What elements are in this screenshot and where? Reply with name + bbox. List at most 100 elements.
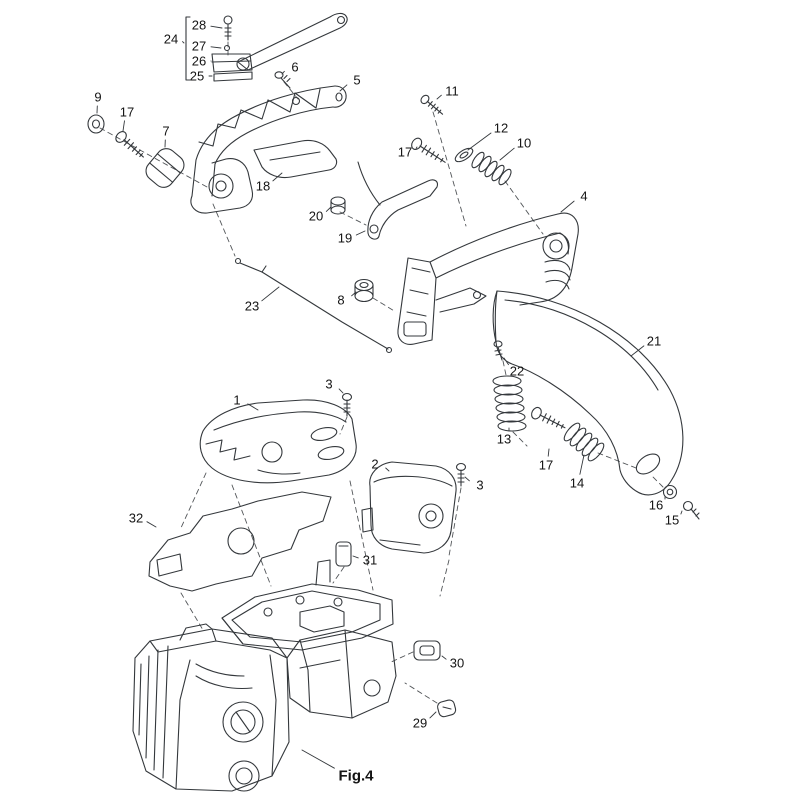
part-number-3: 3: [476, 478, 483, 493]
callout-leader-line: [415, 146, 418, 149]
part-number-25: 25: [190, 69, 204, 84]
callout-leader-line: [261, 286, 280, 302]
part-number-10: 10: [517, 136, 531, 151]
part-number-20: 20: [309, 209, 323, 224]
callout-leader-line: [464, 476, 470, 482]
part-number-17: 17: [120, 105, 134, 120]
part-6-screw: [274, 71, 291, 89]
part-15-screw: [682, 500, 700, 520]
callout-leader-line: [436, 94, 442, 100]
part-12-washer: [454, 147, 474, 163]
part-1-cylinder-cover: [199, 399, 357, 484]
part-9-washer: [87, 114, 105, 134]
callout-leader-line: [503, 357, 509, 366]
callout-leader-line: [560, 200, 575, 213]
part-number-26: 26: [192, 54, 206, 69]
callout-leader-line: [630, 345, 645, 357]
part-number-21: 21: [647, 334, 661, 349]
part-number-14: 14: [570, 476, 584, 491]
callout-group-bracket: [185, 16, 191, 81]
assembly-axis-lines: [99, 41, 664, 704]
part-30-grommet: [413, 640, 441, 661]
part-31-clip: [335, 541, 352, 567]
part-number-8: 8: [337, 293, 344, 308]
part-11-screw: [420, 94, 444, 115]
part-20-grommet: [330, 196, 346, 215]
part-number-6: 6: [291, 60, 298, 75]
part-number-1: 1: [233, 393, 240, 408]
part-number-11: 11: [445, 84, 459, 99]
part-number-23: 23: [245, 299, 259, 314]
part-body-assembly: [132, 559, 397, 792]
part-29-grommet: [437, 699, 457, 718]
part-5-top-handle: [190, 85, 347, 214]
callout-leader-line: [351, 291, 357, 297]
part-number-28: 28: [192, 18, 206, 33]
part-number-13: 13: [497, 432, 511, 447]
part-number-12: 12: [494, 121, 508, 136]
part-number-22: 22: [510, 364, 524, 379]
callout-leader-line: [352, 555, 359, 559]
part-number-4: 4: [580, 189, 587, 204]
callout-leader-line: [281, 70, 285, 75]
part-3b-screw: [455, 462, 467, 487]
callout-leader-line: [499, 147, 515, 161]
part-17b-screw: [411, 137, 446, 163]
callout-leader-line: [210, 25, 223, 29]
part-7-buffer: [145, 148, 185, 188]
part-27-pin: [223, 44, 231, 52]
callout-leader-line: [182, 41, 185, 44]
part-17c-screw: [531, 406, 566, 429]
part-number-2: 2: [371, 457, 378, 472]
part-8-grommet: [354, 278, 374, 303]
part-17a-screw: [115, 131, 144, 158]
part-28-screw: [223, 15, 233, 41]
part-number-24: 24: [164, 32, 178, 47]
callout-leader-line: [338, 388, 344, 394]
part-number-29: 29: [413, 716, 427, 731]
part-4-frame: [397, 212, 579, 345]
part-number-3: 3: [325, 377, 332, 392]
part-23-rod: [234, 257, 393, 354]
part-25-plate: [213, 71, 253, 82]
part-number-31: 31: [363, 553, 377, 568]
part-number-7: 7: [162, 124, 169, 139]
part-number-30: 30: [450, 656, 464, 671]
part-32-gasket: [148, 491, 332, 592]
callout-leader-line: [547, 448, 550, 457]
part-number-16: 16: [649, 498, 663, 513]
callout-leader-line: [339, 84, 348, 92]
part-number-9: 9: [94, 90, 101, 105]
part-number-15: 15: [665, 513, 679, 528]
part-18-bracket: [253, 139, 338, 179]
callout-leader-line: [355, 230, 366, 236]
callout-leader-line: [146, 521, 157, 528]
part-14-spring: [563, 422, 605, 462]
callout-leader-line: [122, 120, 125, 132]
part-number-19: 19: [338, 231, 352, 246]
part-10-spring: [471, 151, 512, 186]
callout-leader-line: [441, 655, 447, 660]
callout-leader-line: [272, 172, 283, 182]
part-number-17: 17: [398, 145, 412, 160]
part-13-spring: [492, 375, 527, 432]
callout-leader-line: [680, 510, 683, 515]
part-number-18: 18: [256, 179, 270, 194]
part-number-5: 5: [353, 73, 360, 88]
part-number-17: 17: [539, 458, 553, 473]
callout-leader-line: [247, 403, 259, 411]
part-2-air-filter-cover: [361, 461, 457, 554]
callout-leader-line: [385, 467, 390, 472]
callout-leader-line: [325, 206, 332, 212]
part-16-washer: [662, 484, 678, 500]
callout-leader-line: [429, 711, 437, 719]
figure-label-leader: [301, 749, 335, 769]
callout-leader-line: [210, 46, 222, 49]
callout-leader-line: [467, 132, 492, 151]
part-26-block: [211, 44, 253, 82]
part-21-grip: [492, 290, 684, 496]
